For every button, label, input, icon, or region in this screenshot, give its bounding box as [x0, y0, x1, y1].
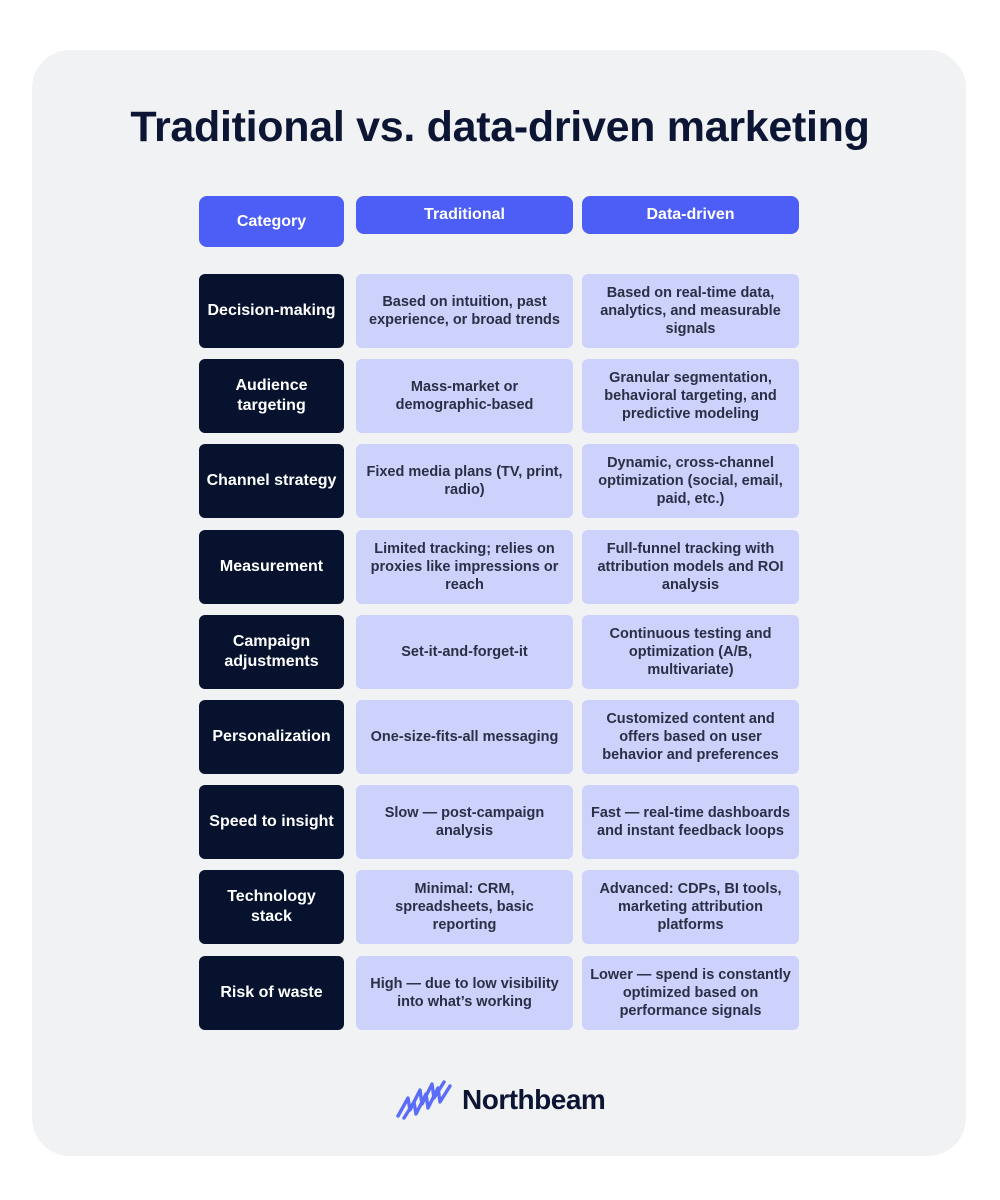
row-traditional: Based on intuition, past experience, or …: [356, 274, 573, 348]
brand-logo: Northbeam: [396, 1080, 606, 1120]
row-traditional: Fixed media plans (TV, print, radio): [356, 444, 573, 518]
row-category: Audience targeting: [199, 359, 344, 433]
row-category: Decision-making: [199, 274, 344, 348]
row-category: Speed to insight: [199, 785, 344, 859]
row-data-driven: Continuous testing and optimization (A/B…: [582, 615, 799, 689]
row-data-driven: Full-funnel tracking with attribution mo…: [582, 530, 799, 604]
row-category: Channel strategy: [199, 444, 344, 518]
row-data-driven: Advanced: CDPs, BI tools, marketing attr…: [582, 870, 799, 944]
row-traditional: Slow — post-campaign analysis: [356, 785, 573, 859]
row-data-driven: Dynamic, cross-channel optimization (soc…: [582, 444, 799, 518]
row-category: Personalization: [199, 700, 344, 774]
row-data-driven: Lower — spend is constantly optimized ba…: [582, 956, 799, 1030]
header-data-driven: Data-driven: [582, 196, 799, 234]
header-traditional: Traditional: [356, 196, 573, 234]
row-traditional: High — due to low visibility into what’s…: [356, 956, 573, 1030]
row-traditional: Minimal: CRM, spreadsheets, basic report…: [356, 870, 573, 944]
row-data-driven: Granular segmentation, behavioral target…: [582, 359, 799, 433]
row-traditional: One-size-fits-all messaging: [356, 700, 573, 774]
row-category: Technology stack: [199, 870, 344, 944]
row-traditional: Limited tracking; relies on proxies like…: [356, 530, 573, 604]
row-category: Risk of waste: [199, 956, 344, 1030]
row-data-driven: Customized content and offers based on u…: [582, 700, 799, 774]
brand-name: Northbeam: [462, 1084, 606, 1115]
row-traditional: Mass-market or demographic-based: [356, 359, 573, 433]
row-data-driven: Based on real-time data, analytics, and …: [582, 274, 799, 348]
row-category: Campaign adjustments: [199, 615, 344, 689]
northbeam-wave-icon: [396, 1080, 452, 1120]
page-title: Traditional vs. data-driven marketing: [130, 103, 870, 151]
header-category: Category: [199, 196, 344, 247]
row-traditional: Set-it-and-forget-it: [356, 615, 573, 689]
row-category: Measurement: [199, 530, 344, 604]
row-data-driven: Fast — real-time dashboards and instant …: [582, 785, 799, 859]
